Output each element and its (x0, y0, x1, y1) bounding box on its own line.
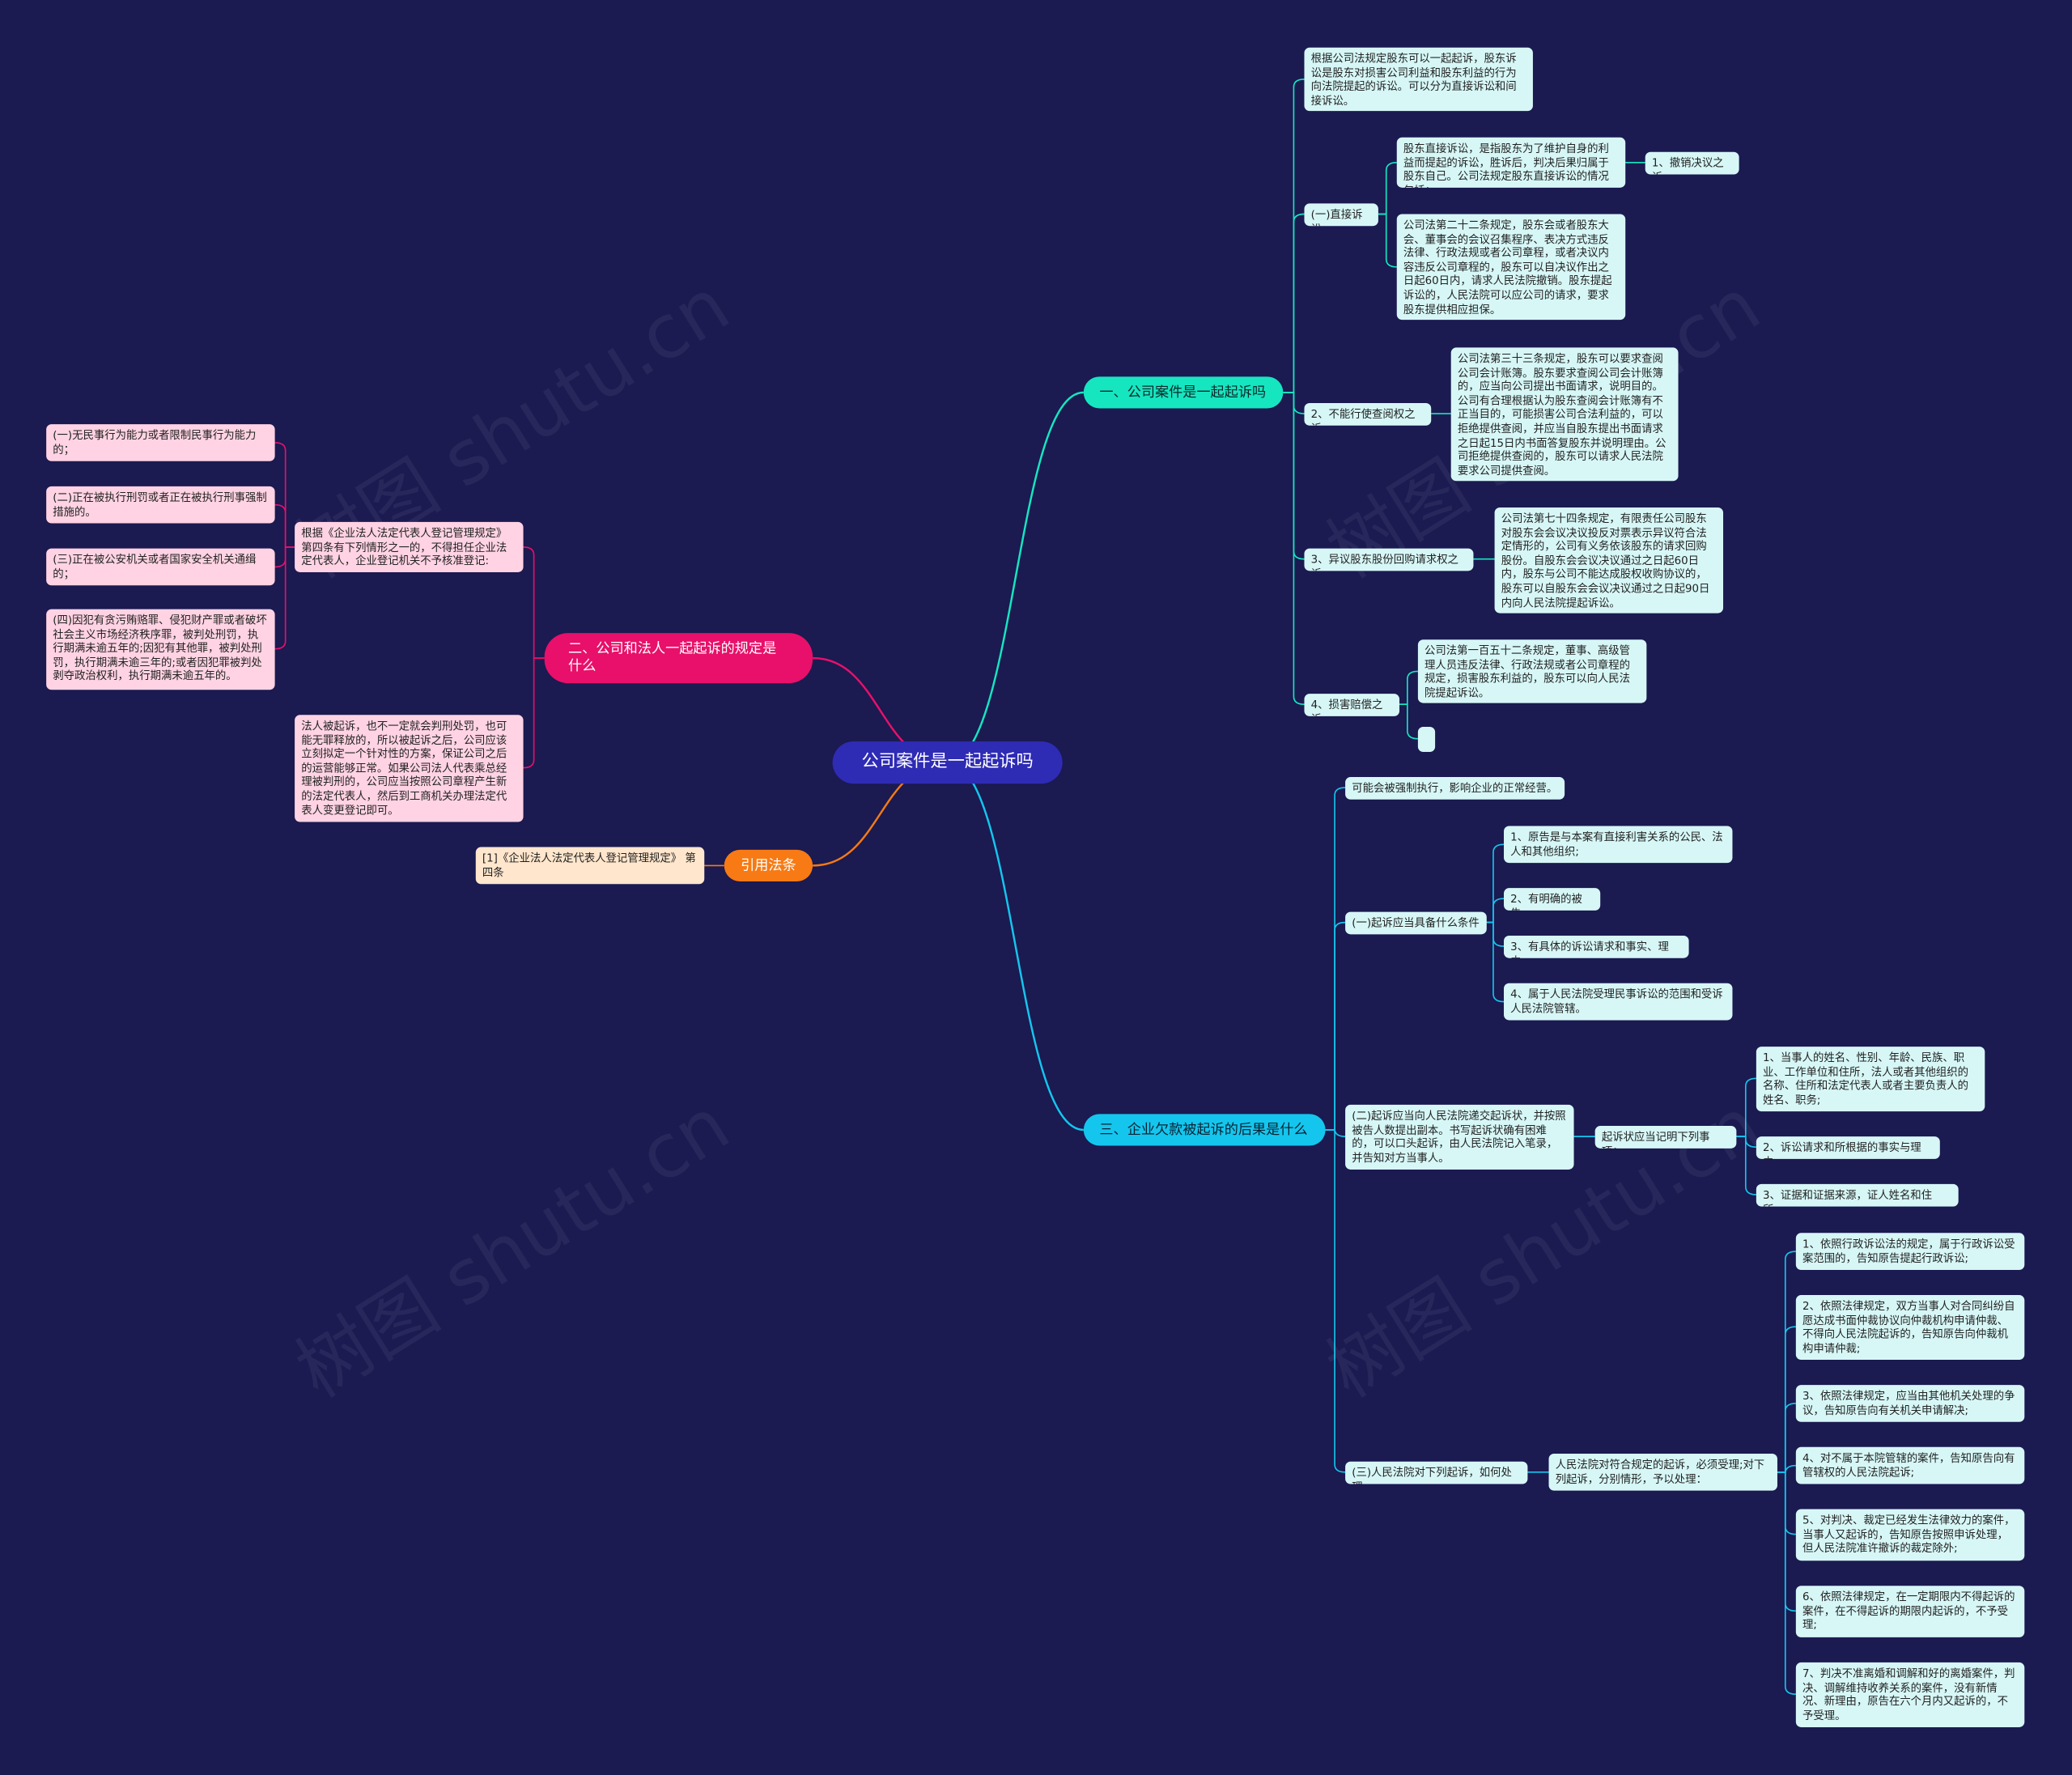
b3-complaint-item-3[interactable]: 3、证据和证据来源，证人姓名和住所。 (1756, 1183, 1959, 1207)
connector-line (1283, 392, 1305, 706)
b3-consequence[interactable]: 可能会被强制执行，影响企业的正常经营。 (1345, 777, 1565, 800)
b1-item3-text[interactable]: 公司法第七十四条规定，有限责任公司股东对股东会会议决议投反对票表示异议符合法定情… (1494, 507, 1724, 614)
branch-1-title[interactable]: 一、公司案件是一起起诉吗 (1083, 376, 1284, 409)
b1-intro[interactable]: 根据公司法规定股东可以一起起诉，股东诉讼是股东对损害公司利益和股东利益的行为向法… (1304, 47, 1533, 112)
b1-item2-text[interactable]: 公司法第三十三条规定，股东可以要求查阅公司会计账簿。股东要求查阅公司会计账簿的，… (1450, 347, 1679, 482)
connector-line (1378, 213, 1397, 268)
b1-item4-empty[interactable] (1417, 726, 1436, 753)
connector-line (1777, 1251, 1796, 1473)
connector-line (1486, 921, 1505, 1003)
root-topic[interactable]: 公司案件是一起起诉吗 (832, 741, 1063, 784)
branch-2-title[interactable]: 二、公司和法人一起起诉的规定是什么 (544, 633, 813, 684)
b1-item2-label[interactable]: 2、不能行使查阅权之诉 (1304, 402, 1432, 426)
b3-cond-label[interactable]: (一)起诉应当具备什么条件 (1345, 911, 1487, 935)
connector-line (1283, 79, 1305, 393)
connector-line (523, 657, 545, 769)
connector-line (1325, 1128, 1346, 1137)
b3-complaint-item-2[interactable]: 2、诉讼请求和所根据的事实与理由; (1756, 1136, 1940, 1159)
connector-line (523, 546, 545, 659)
b1-direct-item1[interactable]: 1、撤销决议之诉 (1645, 151, 1739, 175)
b3-handle-item-4[interactable]: 4、对不属于本院管辖的案件，告知原告向有管辖权的人民法院起诉; (1795, 1446, 2025, 1484)
b3-complaint-sub[interactable]: 起诉状应当记明下列事项： (1594, 1126, 1737, 1149)
connector-line (1777, 1403, 1796, 1473)
b4-ref[interactable]: [1]《企业法人法定代表人登记管理规定》 第四条 (475, 847, 705, 885)
connector-line (1486, 843, 1505, 924)
connector-line (274, 503, 295, 548)
b3-handle-label[interactable]: (三)人民法院对下列起诉，如何处理 (1345, 1461, 1528, 1484)
connector-line (1325, 1129, 1346, 1473)
connector-line (947, 761, 1084, 1132)
b3-cond-item-4[interactable]: 4、属于人民法院受理民事诉讼的范围和受诉人民法院管辖。 (1504, 983, 1733, 1021)
connector-line (1399, 670, 1418, 706)
b2-case-4[interactable]: (四)因犯有贪污贿赂罪、侵犯财产罪或者破坏社会主义市场经济秩序罪，被判处刑罚，执… (46, 609, 275, 690)
connector-line (1777, 1471, 1796, 1695)
connector-line (1399, 703, 1418, 740)
b2-rule[interactable]: 根据《企业法人法定代表人登记管理规定》第四条有下列情形之一的，不得担任企业法定代… (295, 521, 524, 572)
b3-complaint-label[interactable]: (二)起诉应当向人民法院递交起诉状，并按照被告人数提出副本。书写起诉状确有困难的… (1345, 1104, 1574, 1170)
b3-handle-item-2[interactable]: 2、依照法律规定，双方当事人对合同纠纷自愿达成书面仲裁协议向仲裁机构申请仲裁、不… (1795, 1295, 2025, 1361)
connector-line (1736, 1136, 1756, 1195)
b3-handle-item-6[interactable]: 6、依照法律规定，在一定期限内不得起诉的案件，在不得起诉的期限内起诉的，不予受理… (1795, 1586, 2025, 1637)
branch-4-title[interactable]: 引用法条 (724, 849, 813, 882)
b1-item3-label[interactable]: 3、异议股东股份回购请求权之诉 (1304, 548, 1474, 571)
b2-case-2[interactable]: (二)正在被执行刑罚或者正在被执行刑事强制措施的。 (46, 486, 275, 524)
connector-line (947, 391, 1084, 764)
b3-cond-item-2[interactable]: 2、有明确的被告; (1504, 888, 1601, 911)
b2-case-1[interactable]: (一)无民事行为能力或者限制民事行为能力的； (46, 424, 275, 461)
connector-line (1777, 1471, 1796, 1535)
b3-handle-sub[interactable]: 人民法院对符合规定的起诉，必须受理;对下列起诉，分别情形，予以处理： (1548, 1453, 1777, 1491)
b3-cond-item-3[interactable]: 3、有具体的诉讼请求和事实、理由; (1504, 935, 1689, 958)
connector-line (1325, 787, 1346, 1131)
connector-line (274, 546, 295, 650)
b3-handle-item-3[interactable]: 3、依照法律规定，应当由其他机关处理的争议，告知原告向有关机关申请解决; (1795, 1385, 2025, 1422)
connector-line (1777, 1471, 1796, 1612)
b3-cond-item-1[interactable]: 1、原告是与本案有直接利害关系的公民、法人和其他组织; (1504, 826, 1733, 864)
b3-complaint-item-1[interactable]: 1、当事人的姓名、性别、年龄、民族、职业、工作单位和住所，法人或者其他组织的名称… (1756, 1047, 1985, 1112)
b1-direct-desc[interactable]: 股东直接诉讼，是指股东为了维护自身的利益而提起的诉讼，胜诉后，判决后果归属于股东… (1396, 137, 1626, 188)
connector-line (274, 442, 295, 548)
b3-handle-item-7[interactable]: 7、判决不准离婚和调解和好的离婚案件，判决、调解维持收养关系的案件，没有新情况、… (1795, 1662, 2025, 1727)
connector-line (1325, 921, 1346, 1131)
b2-case-3[interactable]: (三)正在被公安机关或者国家安全机关通缉的； (46, 548, 275, 586)
connector-line (1378, 162, 1397, 215)
connector-line (1486, 898, 1505, 924)
b1-direct-label[interactable]: (一)直接诉讼 (1304, 203, 1378, 227)
b2-note[interactable]: 法人被起诉，也不一定就会判刑处罚，也可能无罪释放的，所以被起诉之后，公司应该立刻… (295, 715, 524, 822)
b3-handle-item-5[interactable]: 5、对判决、裁定已经发生法律效力的案件，当事人又起诉的，告知原告按照申诉处理，但… (1795, 1509, 2025, 1561)
connector-line (1777, 1326, 1796, 1473)
branch-3-title[interactable]: 三、企业欠款被起诉的后果是什么 (1083, 1114, 1326, 1146)
connector-line (1486, 921, 1505, 947)
connector-line (1736, 1077, 1756, 1137)
b3-handle-item-1[interactable]: 1、依照行政诉讼法的规定，属于行政诉讼受案范围的，告知原告提起行政诉讼; (1795, 1233, 2025, 1271)
connector-line (1283, 213, 1305, 393)
b1-law22[interactable]: 公司法第二十二条规定，股东会或者股东大会、董事会的会议召集程序、表决方式违反法律… (1396, 214, 1626, 321)
b1-item4-text[interactable]: 公司法第一百五十二条规定，董事、高级管理人员违反法律、行政法规或者公司章程的规定… (1417, 639, 1647, 703)
b1-item4-label[interactable]: 4、损害赔偿之诉 (1304, 694, 1400, 716)
